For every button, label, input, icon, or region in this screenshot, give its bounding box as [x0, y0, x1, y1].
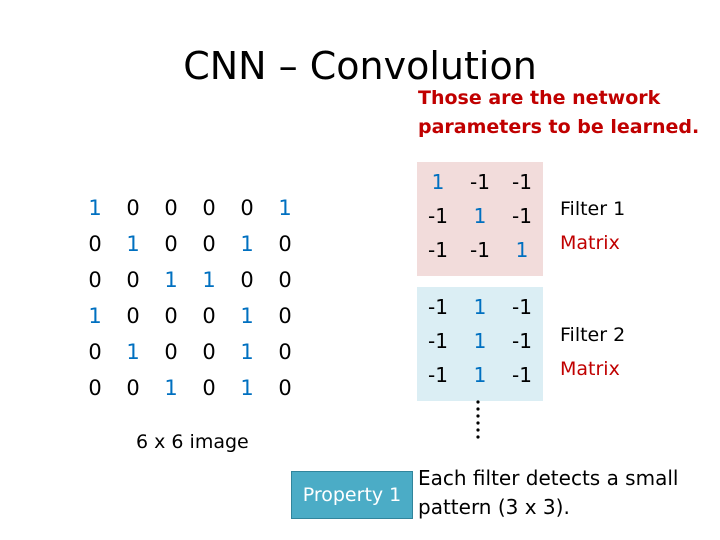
filter-2-label: Filter 2 Matrix [560, 318, 625, 386]
image-cell: 0 [164, 232, 178, 256]
image-cell: 0 [202, 196, 216, 220]
filter-cell: -1 [470, 238, 490, 262]
image-cell: 1 [164, 268, 178, 292]
image-cell: 1 [240, 304, 254, 328]
image-caption: 6 x 6 image [136, 431, 249, 453]
image-cell: 1 [240, 340, 254, 364]
image-cell: 0 [164, 340, 178, 364]
filter-cell: 1 [431, 170, 445, 194]
image-cell: 0 [278, 376, 292, 400]
filter-cell: -1 [428, 295, 448, 319]
filter-cell: -1 [428, 363, 448, 387]
filter-cell: 1 [473, 204, 487, 228]
image-cell: 1 [164, 376, 178, 400]
filter-cell: -1 [512, 170, 532, 194]
image-cell: 0 [278, 232, 292, 256]
image-cell: 1 [202, 268, 216, 292]
image-cell: 0 [202, 376, 216, 400]
image-cell: 0 [164, 196, 178, 220]
filter-cell: 1 [473, 363, 487, 387]
property-badge: Property 1 [291, 471, 413, 519]
image-cell: 0 [278, 268, 292, 292]
image-cell: 0 [88, 340, 102, 364]
filter-cell: 1 [473, 295, 487, 319]
filter-1-title: Filter 1 [560, 198, 626, 220]
more-filters-ellipsis [476, 400, 480, 439]
filter-cell: -1 [470, 170, 490, 194]
image-cell: 0 [126, 376, 140, 400]
image-cell: 1 [88, 304, 102, 328]
image-cell: 0 [278, 304, 292, 328]
filter-cell: -1 [428, 238, 448, 262]
filter-cell: -1 [428, 204, 448, 228]
filter-1-sublabel: Matrix [560, 232, 620, 254]
filter-2-matrix: -1 1 -1 -1 1 -1 -1 1 -1 [417, 287, 543, 401]
filter-cell: 1 [515, 238, 529, 262]
filter-cell: -1 [512, 329, 532, 353]
image-cell: 0 [126, 304, 140, 328]
image-cell: 0 [240, 196, 254, 220]
image-cell: 0 [202, 304, 216, 328]
filter-1-matrix: 1 -1 -1 -1 1 -1 -1 -1 1 [417, 162, 543, 276]
filter-2-title: Filter 2 [560, 324, 626, 346]
image-cell: 0 [88, 232, 102, 256]
image-cell: 0 [278, 340, 292, 364]
image-cell: 0 [88, 268, 102, 292]
slide-title: CNN – Convolution [183, 44, 537, 88]
image-cell: 1 [278, 196, 292, 220]
filter-cell: -1 [512, 204, 532, 228]
image-cell: 0 [202, 232, 216, 256]
image-cell: 1 [240, 376, 254, 400]
image-cell: 0 [126, 268, 140, 292]
image-cell: 1 [126, 232, 140, 256]
filter-cell: -1 [428, 329, 448, 353]
filter-1-label: Filter 1 Matrix [560, 192, 625, 260]
image-cell: 0 [240, 268, 254, 292]
parameters-note: Those are the network parameters to be l… [418, 87, 700, 138]
filter-cell: 1 [473, 329, 487, 353]
image-cell: 0 [126, 196, 140, 220]
image-cell: 0 [164, 304, 178, 328]
property-description: Each filter detects a small pattern (3 x… [418, 466, 679, 519]
filter-cell: -1 [512, 295, 532, 319]
image-cell: 0 [202, 340, 216, 364]
filter-2-sublabel: Matrix [560, 358, 620, 380]
image-cell: 1 [88, 196, 102, 220]
image-cell: 1 [126, 340, 140, 364]
image-cell: 1 [240, 232, 254, 256]
image-cell: 0 [88, 376, 102, 400]
filter-cell: -1 [512, 363, 532, 387]
